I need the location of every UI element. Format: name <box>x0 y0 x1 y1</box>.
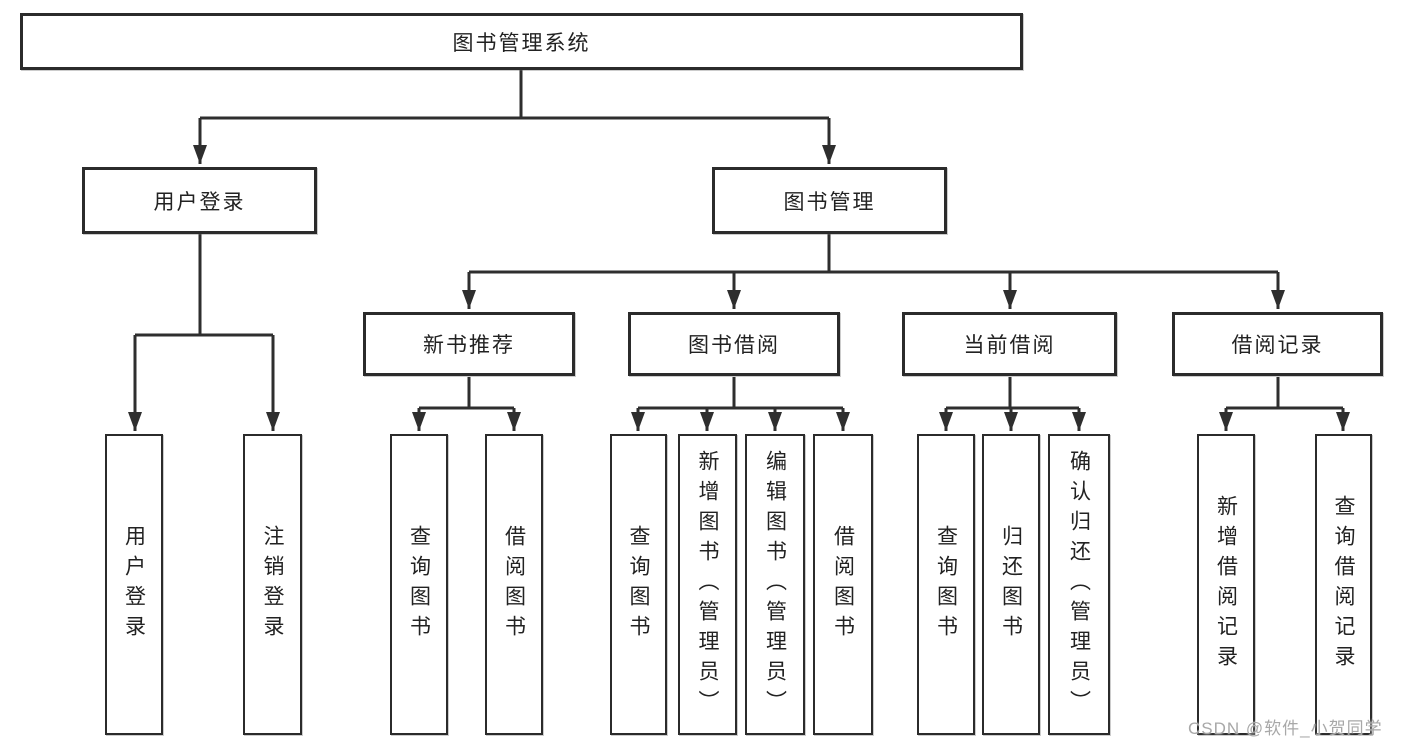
leaf-return-books: 归还图书 <box>982 434 1040 735</box>
node-book-mgmt: 图书管理 <box>712 167 947 234</box>
node-user-login-label: 用户登录 <box>153 190 246 214</box>
leaf-query-borrow-record-label: 查询借阅记录 <box>1332 494 1355 675</box>
node-borrow-records: 借阅记录 <box>1172 312 1383 376</box>
leaf-query-books-borrow: 查询图书 <box>610 434 667 735</box>
leaf-confirm-return-admin: 确认归还（管理员） <box>1048 434 1110 735</box>
leaf-query-books-rec: 查询图书 <box>390 434 448 735</box>
leaf-logout-label: 注销登录 <box>261 524 284 645</box>
node-book-borrow-label: 图书借阅 <box>688 334 780 357</box>
leaf-user-login: 用户登录 <box>105 434 163 735</box>
node-root-label: 图书管理系统 <box>452 31 591 55</box>
leaf-add-books-admin: 新增图书（管理员） <box>678 434 737 735</box>
leaf-borrow-books-borrow-label: 借阅图书 <box>831 524 855 645</box>
leaf-query-books-rec-label: 查询图书 <box>407 524 431 645</box>
node-current-borrow-label: 当前借阅 <box>963 334 1056 357</box>
leaf-query-books-current-label: 查询图书 <box>934 524 958 645</box>
leaf-add-borrow-record-label: 新增借阅记录 <box>1214 494 1238 675</box>
node-book-borrow: 图书借阅 <box>628 312 840 376</box>
node-book-mgmt-label: 图书管理 <box>783 190 876 214</box>
leaf-add-books-admin-label: 新增图书（管理员） <box>696 449 719 720</box>
leaf-borrow-books-rec: 借阅图书 <box>485 434 543 735</box>
leaf-user-login-label: 用户登录 <box>122 524 146 645</box>
leaf-query-books-borrow-label: 查询图书 <box>627 524 650 645</box>
leaf-edit-books-admin: 编辑图书（管理员） <box>745 434 805 735</box>
node-current-borrow: 当前借阅 <box>902 312 1117 376</box>
leaf-logout: 注销登录 <box>243 434 302 735</box>
leaf-confirm-return-admin-label: 确认归还（管理员） <box>1067 449 1091 720</box>
leaf-add-borrow-record: 新增借阅记录 <box>1197 434 1255 735</box>
node-new-book-rec: 新书推荐 <box>363 312 575 376</box>
csdn-watermark: CSDN @软件_小贺同学 <box>1188 719 1383 738</box>
node-borrow-records-label: 借阅记录 <box>1231 334 1324 357</box>
leaf-query-borrow-record: 查询借阅记录 <box>1315 434 1372 735</box>
leaf-edit-books-admin-label: 编辑图书（管理员） <box>763 449 787 720</box>
node-root: 图书管理系统 <box>20 13 1023 70</box>
leaf-borrow-books-borrow: 借阅图书 <box>813 434 873 735</box>
node-user-login: 用户登录 <box>82 167 317 234</box>
node-new-book-rec-label: 新书推荐 <box>423 334 515 357</box>
branch-rails <box>135 70 1343 410</box>
leaf-return-books-label: 归还图书 <box>999 524 1023 645</box>
leaf-query-books-current: 查询图书 <box>917 434 975 735</box>
leaf-borrow-books-rec-label: 借阅图书 <box>502 524 526 645</box>
